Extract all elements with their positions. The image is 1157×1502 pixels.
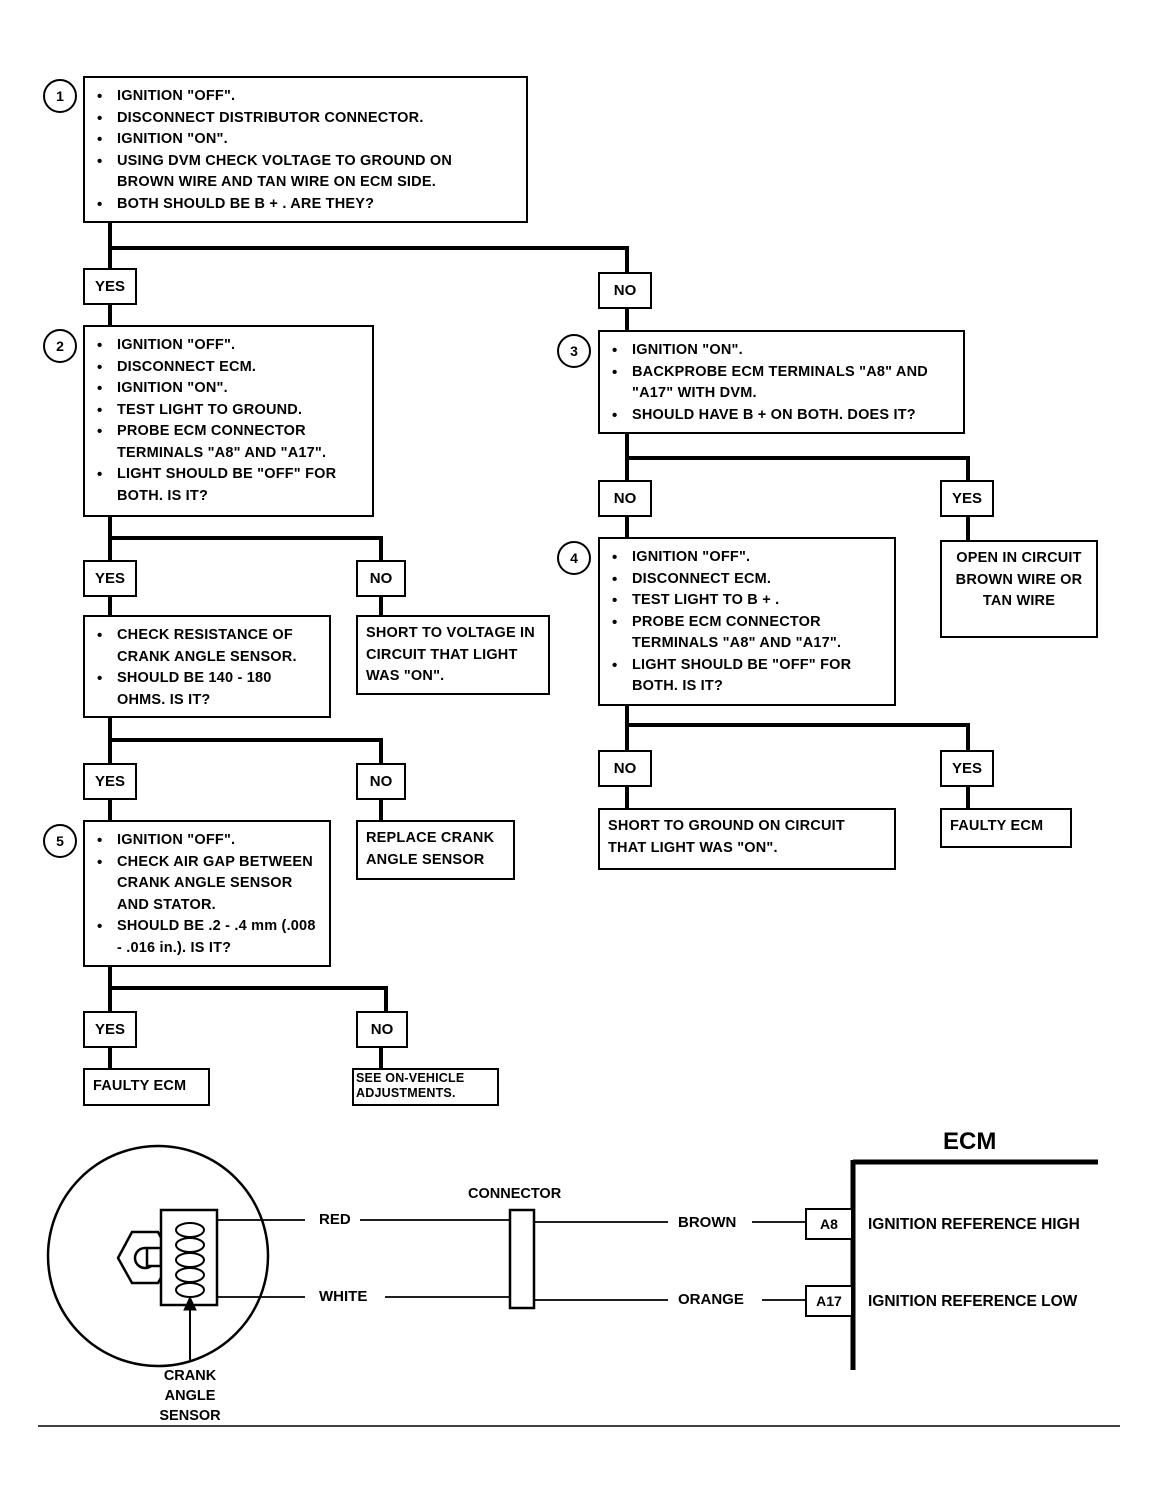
step-3-no: NO [598,480,652,517]
step-4-line: DISCONNECT ECM. [606,569,888,591]
crank-check-no: NO [356,763,406,800]
crank-check-yes: YES [83,763,137,800]
result-replace-sensor: REPLACE CRANK ANGLE SENSOR [356,820,515,880]
sensor-pickup [159,1208,219,1307]
crank-check-line: SHOULD BE 140 - 180 OHMS. IS IT? [91,668,323,711]
step-3-number: 3 [557,334,591,368]
ecm-title: ECM [943,1128,997,1155]
step-5-number: 5 [43,824,77,858]
result-open-circuit: OPEN IN CIRCUIT BROWN WIRE OR TAN WIRE [940,540,1098,638]
step-1-line: USING DVM CHECK VOLTAGE TO GROUND ON BRO… [91,151,497,194]
result-see-adjustments: SEE ON-VEHICLE ADJUSTMENTS. [352,1068,499,1106]
result-short-to-voltage: SHORT TO VOLTAGE IN CIRCUIT THAT LIGHT W… [356,615,550,695]
step-2-line: PROBE ECM CONNECTOR TERMINALS "A8" AND "… [91,421,366,464]
step-2-line: IGNITION "OFF". [91,335,366,357]
step-1-line: IGNITION "OFF". [91,86,520,108]
connector-body [508,1208,536,1310]
step-4-box: IGNITION "OFF". DISCONNECT ECM. TEST LIG… [598,537,896,706]
crank-check-line: CHECK RESISTANCE OF CRANK ANGLE SENSOR. [91,625,323,668]
distributor-body [46,1144,270,1368]
step-1-no: NO [598,272,652,309]
crank-resistance-box: CHECK RESISTANCE OF CRANK ANGLE SENSOR. … [83,615,331,718]
step-4-no: NO [598,750,652,787]
crank-angle-sensor-label: CRANK ANGLE SENSOR [159,1368,221,1424]
step-2-line: TEST LIGHT TO GROUND. [91,400,366,422]
step-2-yes: YES [83,560,137,597]
step-4-line: PROBE ECM CONNECTOR TERMINALS "A8" AND "… [606,612,888,655]
ref-high-label: IGNITION REFERENCE HIGH [868,1216,1080,1233]
pin-a8: A8 [805,1208,853,1240]
step-4-number: 4 [557,541,591,575]
result-faulty-ecm-left: FAULTY ECM [83,1068,210,1106]
step-3-line: BACKPROBE ECM TERMINALS "A8" AND "A17" W… [606,362,932,405]
step-1-line: IGNITION "ON". [91,129,520,151]
step-3-line: SHOULD HAVE B + ON BOTH. DOES IT? [606,405,957,427]
connector-label: CONNECTOR [468,1186,562,1202]
step-1-line: DISCONNECT DISTRIBUTOR CONNECTOR. [91,108,520,130]
step-5-line: IGNITION "OFF". [91,830,323,852]
step-1-yes: YES [83,268,137,305]
result-short-to-ground: SHORT TO GROUND ON CIRCUIT THAT LIGHT WA… [598,808,896,870]
step-3-line: IGNITION "ON". [606,340,957,362]
step-3-box: IGNITION "ON". BACKPROBE ECM TERMINALS "… [598,330,965,434]
step-1-line: BOTH SHOULD BE B + . ARE THEY? [91,194,520,216]
step-2-box: IGNITION "OFF". DISCONNECT ECM. IGNITION… [83,325,374,517]
step-5-line: CHECK AIR GAP BETWEEN CRANK ANGLE SENSOR… [91,852,323,917]
step-2-number: 2 [43,329,77,363]
step-4-line: LIGHT SHOULD BE "OFF" FOR BOTH. IS IT? [606,655,888,698]
step-4-line: IGNITION "OFF". [606,547,888,569]
step-4-line: TEST LIGHT TO B + . [606,590,888,612]
step-1-number: 1 [43,79,77,113]
step-5-line: SHOULD BE .2 - .4 mm (.008 - .016 in.). … [91,916,323,959]
step-2-line: LIGHT SHOULD BE "OFF" FOR BOTH. IS IT? [91,464,366,507]
step-5-box: IGNITION "OFF". CHECK AIR GAP BETWEEN CR… [83,820,331,967]
step-2-line: DISCONNECT ECM. [91,357,366,379]
step-2-line: IGNITION "ON". [91,378,366,400]
step-5-no: NO [356,1011,408,1048]
wire-white-label: WHITE [319,1288,368,1305]
step-1-box: IGNITION "OFF". DISCONNECT DISTRIBUTOR C… [83,76,528,223]
step-3-yes: YES [940,480,994,517]
step-2-no: NO [356,560,406,597]
wire-red-label: RED [319,1211,351,1228]
wire-orange-label: ORANGE [678,1291,744,1308]
step-4-yes: YES [940,750,994,787]
pin-a17: A17 [805,1285,853,1317]
step-5-yes: YES [83,1011,137,1048]
wire-brown-label: BROWN [678,1214,737,1231]
ref-low-label: IGNITION REFERENCE LOW [868,1293,1078,1310]
result-faulty-ecm-right: FAULTY ECM [940,808,1072,848]
